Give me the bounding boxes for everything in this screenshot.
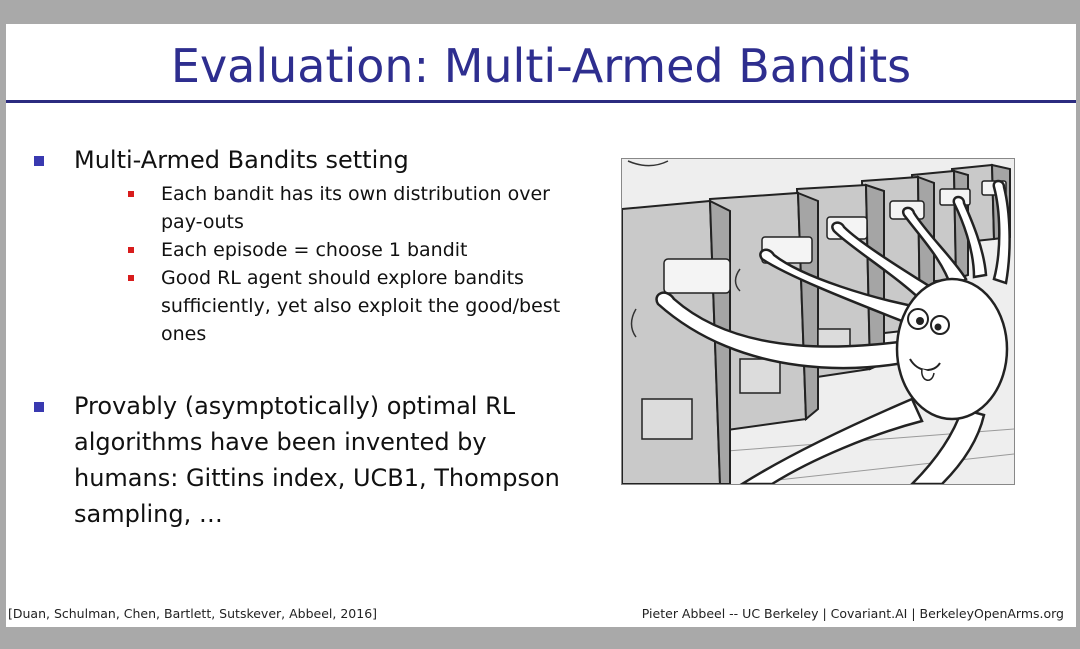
author-footer: Pieter Abbeel -- UC Berkeley | Covariant… (641, 606, 1064, 621)
slide-title: Evaluation: Multi-Armed Bandits (170, 39, 912, 93)
small-square-bullet-icon (128, 191, 134, 197)
bullet-list: Multi-Armed Bandits setting Each bandit … (34, 142, 594, 532)
slide: Evaluation: Multi-Armed Bandits Multi-Ar… (6, 24, 1076, 627)
bullet-item: Provably (asymptotically) optimal RL alg… (34, 388, 594, 532)
cartoon-drawing (622, 159, 1014, 484)
subbullet-text: Each episode = choose 1 bandit (161, 239, 468, 261)
subbullet-item: Each bandit has its own distribution ove… (114, 180, 594, 236)
small-square-bullet-icon (128, 247, 134, 253)
octopus-slot-machines-illustration (621, 158, 1015, 485)
title-underline (6, 100, 1076, 103)
subbullet-list: Each bandit has its own distribution ove… (74, 180, 594, 348)
subbullet-item: Good RL agent should explore bandits suf… (114, 264, 594, 348)
small-square-bullet-icon (128, 275, 134, 281)
subbullet-text: Good RL agent should explore bandits suf… (161, 267, 561, 345)
square-bullet-icon (34, 402, 44, 412)
square-bullet-icon (34, 156, 44, 166)
subbullet-text: Each bandit has its own distribution ove… (161, 183, 550, 233)
bullet-text: Multi-Armed Bandits setting (74, 146, 409, 174)
bullet-spacer (34, 348, 594, 388)
subbullet-item: Each episode = choose 1 bandit (114, 236, 594, 264)
bullet-item: Multi-Armed Bandits setting Each bandit … (34, 142, 594, 348)
citation-footer: [Duan, Schulman, Chen, Bartlett, Sutskev… (8, 606, 378, 621)
bullet-text: Provably (asymptotically) optimal RL alg… (74, 392, 560, 528)
